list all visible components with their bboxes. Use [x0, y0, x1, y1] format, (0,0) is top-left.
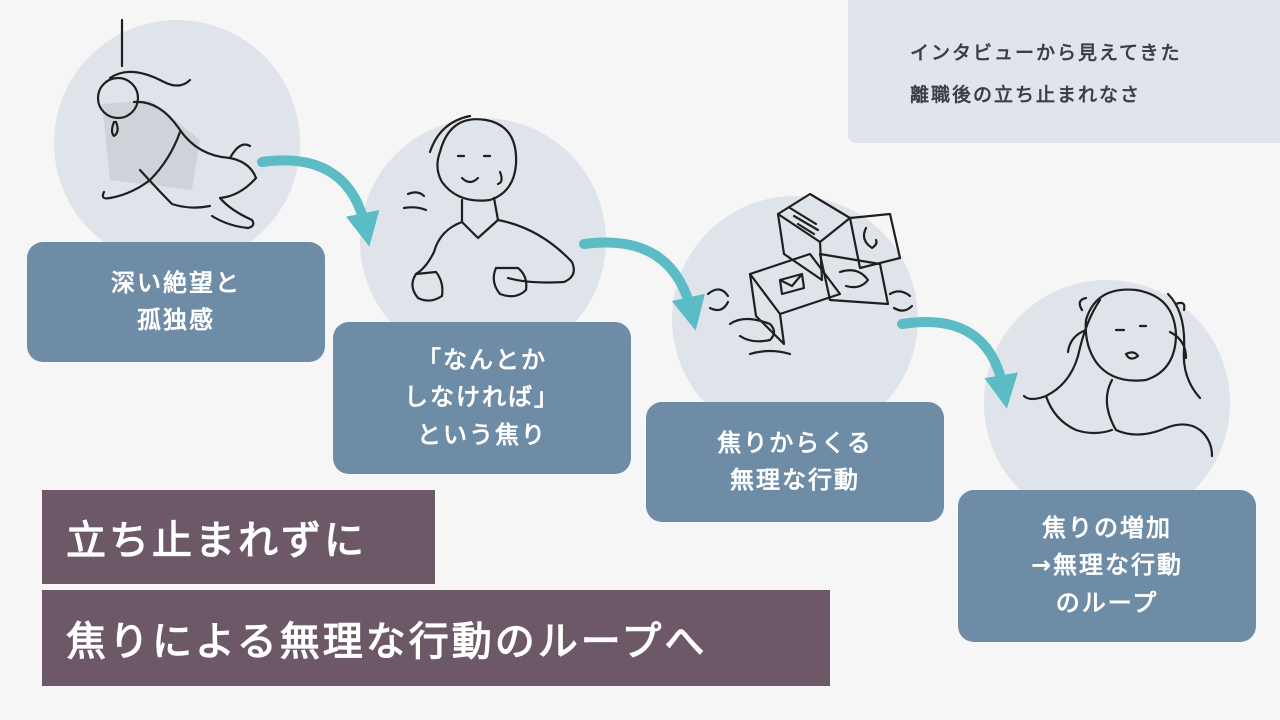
step-2-line-2: しなければ」 [404, 383, 560, 412]
step-3-line-2: 無理な行動 [730, 466, 860, 494]
banner-line-2-text: 焦りによる無理な行動のループへ [66, 619, 708, 665]
note-line-1: インタビューから見えてきた [910, 42, 1182, 64]
banner-line-1: 立ち止まれずに [42, 490, 435, 584]
step-3-circle [672, 196, 918, 442]
step-3-box: 焦りからくる 無理な行動 [646, 402, 944, 522]
step-1-line-2: 孤独感 [137, 306, 215, 334]
despair-figure-icon [96, 18, 258, 230]
step-4-line-1: 焦りの増加 [1042, 514, 1172, 543]
anxious-person-icon [402, 114, 575, 302]
step-3-line-1: 焦りからくる [717, 428, 873, 457]
note-line-2: 離職後の立ち止まれなさ [910, 84, 1142, 106]
head-in-hands-icon [1022, 288, 1214, 458]
step-2-line-1: 「なんとか [417, 346, 547, 375]
step-4-box: 焦りの増加 →無理な行動 のループ [958, 490, 1256, 642]
banner-line-2: 焦りによる無理な行動のループへ [42, 590, 830, 686]
step-4-line-3: のループ [1055, 588, 1159, 617]
step-2-line-3: という焦り [417, 420, 547, 449]
step-2-box: 「なんとか しなければ」 という焦り [333, 322, 631, 474]
arrow-3-to-4 [897, 316, 1018, 409]
banner-line-1-text: 立ち止まれずに [66, 518, 367, 564]
step-4-line-2: →無理な行動 [1030, 551, 1184, 580]
step-1-line-1: 深い絶望と [111, 268, 241, 297]
arrow-1-to-2 [257, 155, 380, 247]
intro-note: インタビューから見えてきた 離職後の立ち止まれなさ [848, 0, 1280, 143]
arrow-2-to-3 [579, 237, 705, 331]
crushed-by-tasks-icon [706, 192, 914, 356]
step-1-box: 深い絶望と 孤独感 [27, 242, 325, 362]
